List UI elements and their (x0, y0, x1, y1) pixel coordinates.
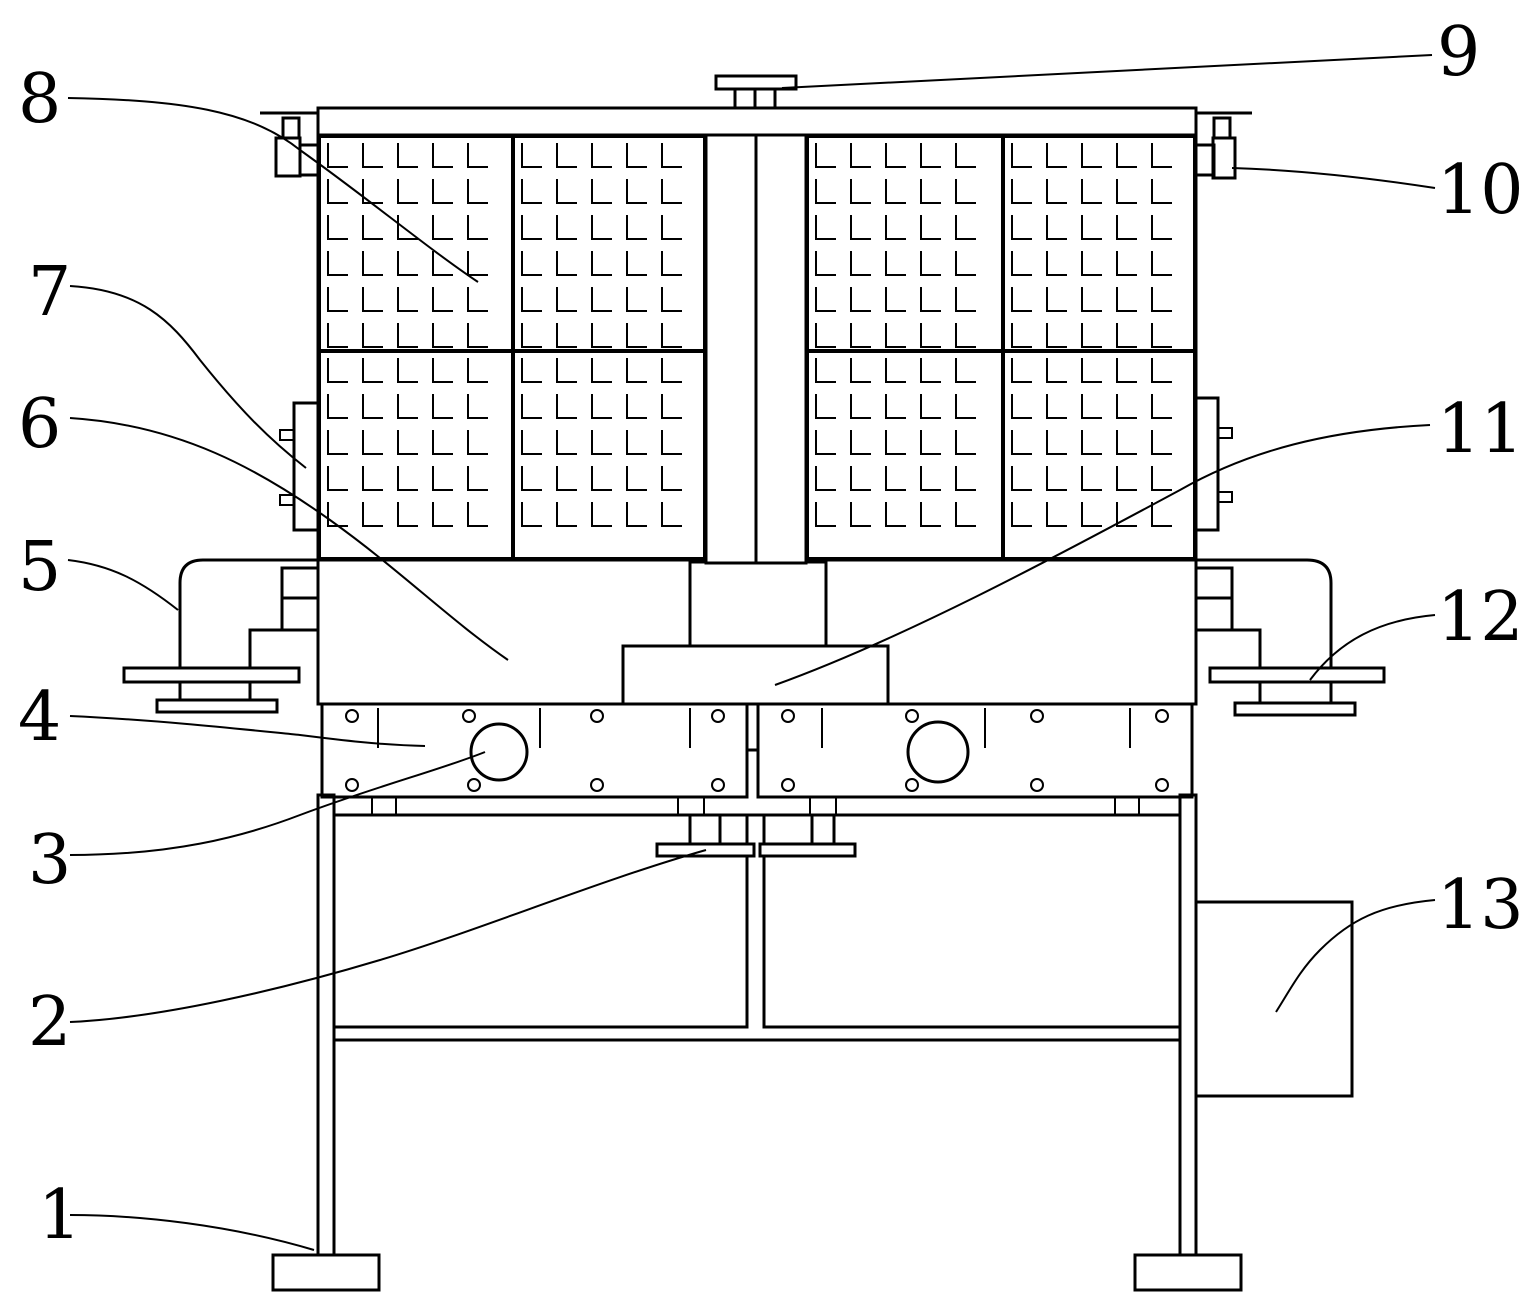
bolt (1030, 778, 1044, 792)
mesh-cell-pattern (521, 143, 682, 348)
label-11: 11 (1437, 390, 1524, 469)
part-labels: 1 2 3 4 5 6 7 8 9 10 11 12 13 (18, 13, 1524, 1255)
label-2: 2 (28, 983, 71, 1062)
mesh-cell-pattern (327, 358, 488, 527)
shaft-flanges (655, 796, 857, 858)
bolt (462, 709, 476, 723)
label-9: 9 (1437, 13, 1480, 92)
top-lid (260, 74, 1252, 137)
bolt-markers (345, 708, 1169, 792)
left-pipe (122, 558, 320, 714)
mesh-cell-pattern (1011, 143, 1172, 348)
bolt (711, 778, 725, 792)
mesh-cell-pattern (815, 143, 976, 348)
control-box (1194, 900, 1354, 1098)
bolt (590, 709, 604, 723)
label-5: 5 (18, 528, 61, 607)
label-3: 3 (28, 821, 71, 900)
bolt (781, 778, 795, 792)
lid-clamps (274, 116, 1237, 180)
mesh-cabinet (316, 133, 1198, 565)
bolt (1155, 709, 1169, 723)
bolt (781, 709, 795, 723)
bolt (345, 709, 359, 723)
label-7: 7 (28, 253, 71, 332)
mesh-cell-pattern (521, 358, 682, 527)
label-12: 12 (1437, 578, 1524, 657)
bolt (345, 778, 359, 792)
mesh-cell-pattern (327, 143, 488, 348)
label-8: 8 (18, 60, 61, 139)
label-10: 10 (1437, 151, 1524, 230)
mesh-cell-pattern (815, 358, 976, 527)
bolt (905, 709, 919, 723)
gear-plates (320, 702, 1194, 799)
label-1: 1 (38, 1176, 81, 1255)
label-13: 13 (1437, 866, 1524, 945)
right-pipe (1194, 558, 1386, 717)
bolt (1155, 778, 1169, 792)
mid-housing (316, 558, 1198, 706)
bolt (467, 778, 481, 792)
bolt (905, 778, 919, 792)
lower-cabinets (332, 796, 1182, 1029)
bolt (711, 709, 725, 723)
legs (316, 793, 1198, 1257)
leader-lines (67, 54, 1436, 1251)
bolt (590, 778, 604, 792)
label-6: 6 (18, 385, 61, 464)
feet (271, 1253, 1243, 1292)
side-brackets (279, 396, 1233, 532)
mesh-grid (327, 143, 1172, 527)
mesh-cell-pattern (1011, 358, 1172, 527)
label-4: 4 (18, 678, 61, 757)
bolt (1030, 709, 1044, 723)
